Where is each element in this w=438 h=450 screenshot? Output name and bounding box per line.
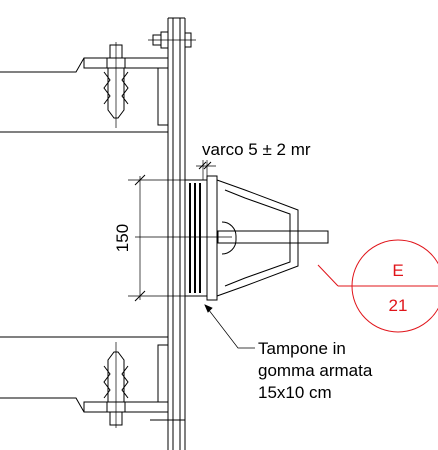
height-dimension-label: 150	[113, 224, 132, 252]
top-bolt	[148, 31, 196, 49]
upper-anchor-bracket	[0, 42, 169, 133]
gap-dimension	[196, 160, 216, 180]
section-number: 21	[389, 296, 408, 315]
pad-label-line2: gomma armata	[258, 361, 373, 380]
height-dimension	[128, 174, 190, 302]
steel-column	[167, 17, 186, 450]
section-letter: E	[392, 261, 403, 280]
steel-bracket	[216, 179, 329, 297]
pad-label-line3: 15x10 cm	[258, 383, 332, 402]
gap-label: varco 5 ± 2 mr	[202, 140, 311, 159]
rubber-pad	[184, 175, 218, 301]
lower-anchor-bracket	[0, 336, 185, 428]
pad-label-line1: Tampone in	[258, 339, 346, 358]
section-callout	[317, 239, 438, 333]
pad-leader	[204, 304, 255, 349]
